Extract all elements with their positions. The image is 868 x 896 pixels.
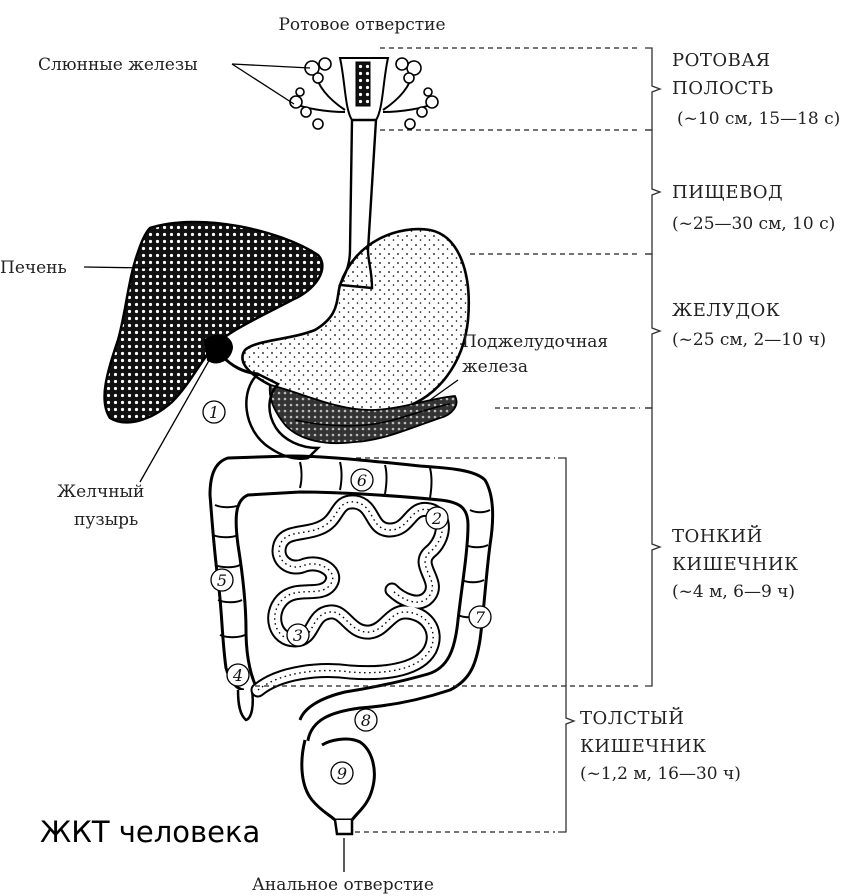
section-small-intestine-name-1: ТОНКИЙ — [672, 524, 763, 547]
label-gallbladder-2: пузырь — [74, 510, 138, 530]
marker-2: 2 — [425, 506, 449, 530]
section-small-intestine-stats: (~4 м, 6—9 ч) — [672, 582, 795, 602]
svg-text:2: 2 — [431, 509, 442, 528]
appendix — [236, 689, 254, 722]
svg-text:6: 6 — [357, 471, 367, 490]
anal-canal — [333, 819, 354, 836]
section-stomach-name: ЖЕЛУДОК — [672, 300, 780, 321]
section-esophagus-stats: (~25—30 см, 10 с) — [672, 214, 835, 234]
marker-4: 4 — [226, 663, 250, 687]
label-gallbladder-1: Желчный — [57, 482, 144, 502]
svg-text:5: 5 — [217, 571, 227, 590]
liver — [103, 220, 324, 424]
marker-5: 5 — [210, 568, 234, 592]
section-esophagus-name: ПИЩЕВОД — [672, 182, 783, 203]
marker-8: 8 — [354, 708, 378, 732]
section-stomach-stats: (~25 см, 2—10 ч) — [672, 330, 826, 350]
small-intestine — [250, 494, 450, 698]
label-salivary-glands: Слюнные железы — [38, 55, 198, 75]
markers: 1 2 3 4 5 6 7 8 — [202, 400, 492, 785]
leader-lines — [83, 63, 459, 483]
section-mouth-name-2: ПОЛОСТЬ — [672, 78, 774, 99]
marker-3: 3 — [286, 623, 310, 647]
svg-text:3: 3 — [293, 626, 303, 645]
section-boundaries — [255, 47, 640, 833]
section-large-intestine-stats: (~1,2 м, 16—30 ч) — [580, 764, 741, 784]
label-pancreas-2: железа — [462, 357, 528, 377]
svg-text:1: 1 — [209, 403, 219, 422]
label-pancreas-1: Поджелудочная — [462, 332, 608, 352]
section-small-intestine-name-2: КИШЕЧНИК — [672, 554, 799, 575]
duodenum — [245, 372, 322, 460]
svg-text:4: 4 — [232, 666, 243, 685]
gallbladder — [203, 334, 234, 364]
label-liver: Печень — [0, 258, 67, 278]
svg-text:7: 7 — [475, 608, 486, 627]
section-brackets — [558, 47, 662, 833]
salivary-glands — [289, 57, 439, 130]
section-mouth-name-1: РОТОВАЯ — [672, 50, 771, 71]
diagram-caption: ЖКТ человека — [40, 815, 260, 849]
marker-9: 9 — [330, 761, 354, 785]
label-mouth-opening: Ротовое отверстие — [278, 15, 445, 35]
marker-6: 6 — [350, 468, 374, 492]
svg-text:8: 8 — [361, 711, 371, 730]
label-anal-opening: Анальное отверстие — [252, 875, 434, 895]
marker-1: 1 — [202, 400, 226, 424]
pancreas — [268, 383, 458, 445]
marker-7: 7 — [468, 605, 492, 629]
section-large-intestine-name-2: КИШЕЧНИК — [580, 736, 707, 757]
section-large-intestine-name-1: ТОЛСТЫЙ — [580, 706, 684, 729]
section-mouth-stats: (~10 см, 15—18 с) — [677, 109, 840, 129]
svg-text:9: 9 — [337, 764, 347, 783]
